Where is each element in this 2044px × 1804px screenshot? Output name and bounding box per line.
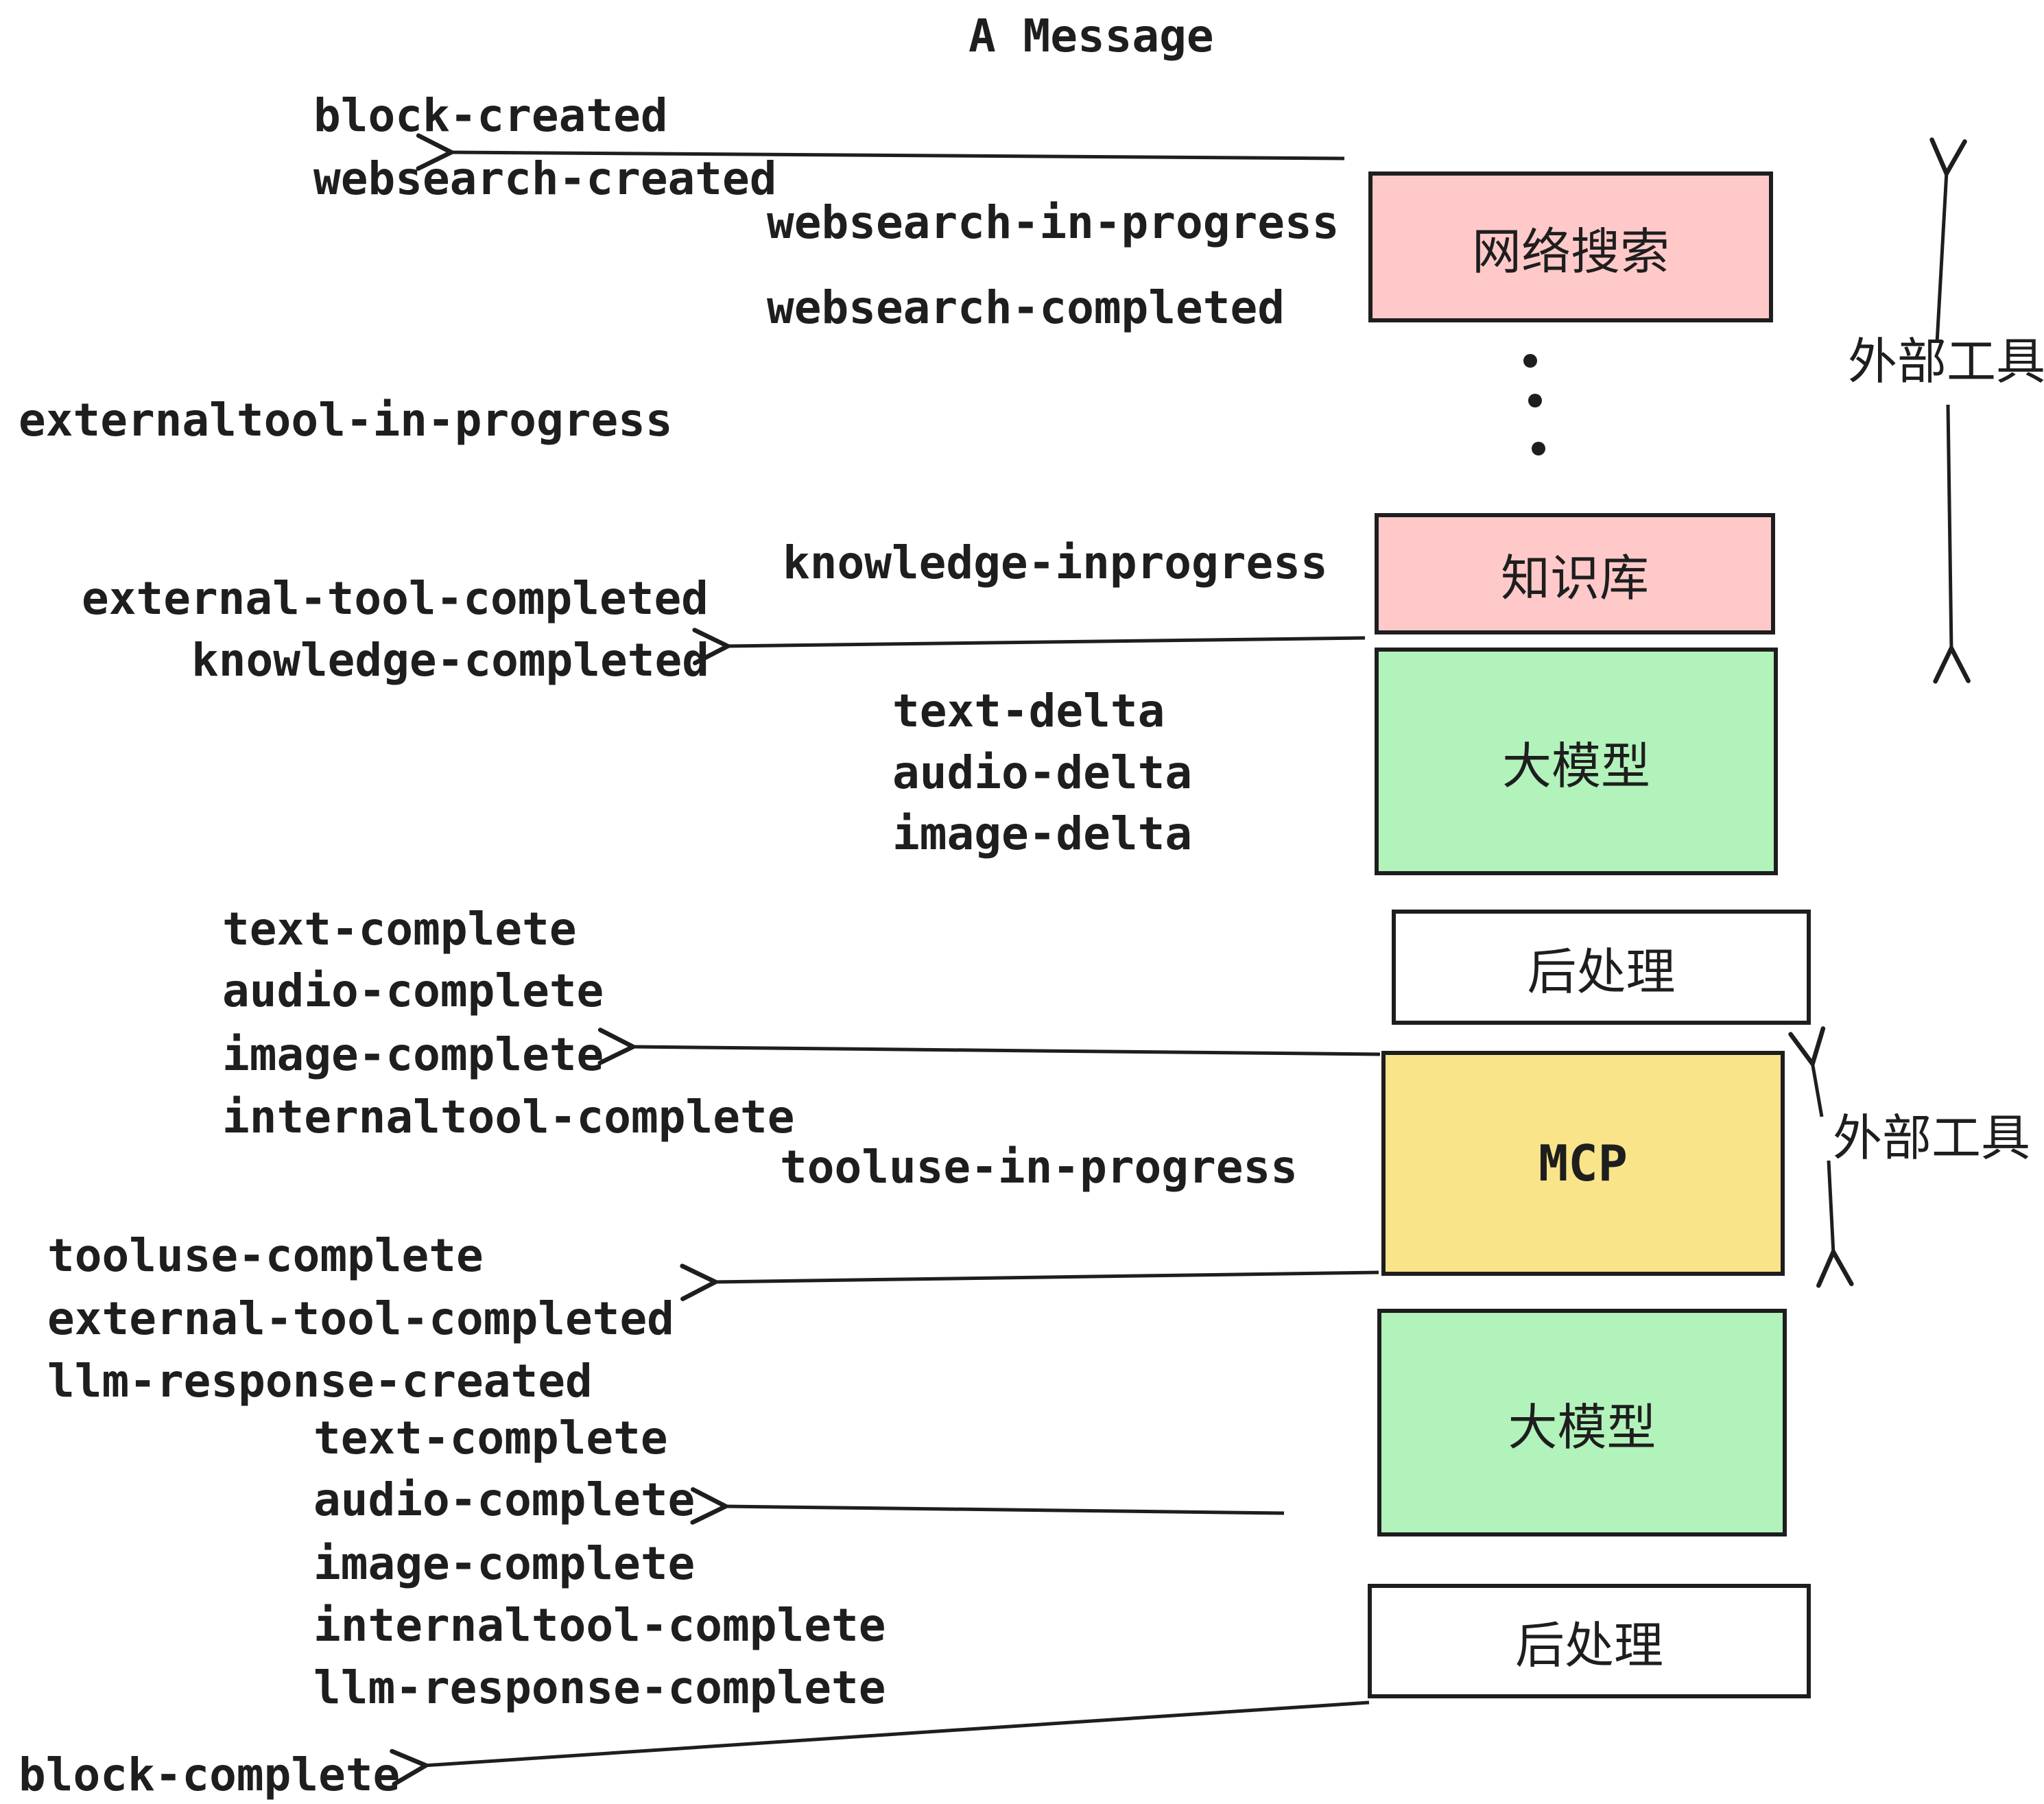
event-websearch-in-progress: websearch-in-progress xyxy=(767,196,1340,249)
box-postprocess-2: 后处理 xyxy=(1368,1584,1811,1698)
box-websearch-label: 网络搜索 xyxy=(1471,224,1669,280)
event-text-complete-2: text-complete xyxy=(313,1412,668,1464)
box-llm-1-label: 大模型 xyxy=(1501,739,1650,794)
mcp-external-tools-down-arrow xyxy=(1829,1160,1833,1254)
box-postprocess-1-label: 后处理 xyxy=(1527,945,1676,1000)
event-internaltool-complete-2: internaltool-complete xyxy=(313,1599,886,1652)
box-websearch: 网络搜索 xyxy=(1368,171,1773,322)
event-image-complete-2: image-complete xyxy=(313,1537,696,1590)
event-audio-complete-2: audio-complete xyxy=(313,1473,696,1526)
event-tooluse-complete: tooluse-complete xyxy=(47,1229,484,1282)
arrow-image-complete xyxy=(631,1047,1381,1054)
mcp-external-tools-up-arrow xyxy=(1812,1062,1822,1117)
event-audio-complete: audio-complete xyxy=(222,964,604,1017)
box-postprocess-1: 后处理 xyxy=(1392,910,1811,1025)
external-tools-label-top: 外部工具 xyxy=(1848,335,2044,390)
arrow-tooluse-complete xyxy=(713,1272,1379,1282)
event-image-delta: image-delta xyxy=(892,807,1193,860)
event-knowledge-inprogress: knowledge-inprogress xyxy=(783,536,1328,589)
box-llm-1: 大模型 xyxy=(1375,648,1778,875)
box-llm-2-label: 大模型 xyxy=(1508,1400,1656,1456)
arrow-audio-complete xyxy=(724,1506,1285,1513)
arrow-block-complete xyxy=(424,1700,1370,1766)
event-image-complete: image-complete xyxy=(222,1028,604,1081)
box-postprocess-2-label: 后处理 xyxy=(1514,1619,1663,1674)
external-tools-up-arrow xyxy=(1937,171,1947,344)
box-llm-2: 大模型 xyxy=(1377,1309,1787,1536)
event-text-complete: text-complete xyxy=(222,903,577,956)
box-knowledge-label: 知识库 xyxy=(1500,551,1649,606)
diagram-title: A Message xyxy=(968,10,1214,62)
event-internaltool-complete: internaltool-complete xyxy=(222,1091,795,1143)
event-knowledge-completed: knowledge-completed xyxy=(191,634,709,687)
external-tools-label-mcp: 外部工具 xyxy=(1833,1111,2031,1166)
event-block-complete: block-complete xyxy=(19,1748,401,1801)
external-tools-down-arrow xyxy=(1948,404,1951,650)
box-knowledge: 知识库 xyxy=(1375,513,1775,634)
event-websearch-created: websearch-created xyxy=(313,152,777,205)
event-websearch-completed: websearch-completed xyxy=(767,281,1285,334)
event-llm-response-complete: llm-response-complete xyxy=(313,1661,886,1714)
event-external-tool-completed: external-tool-completed xyxy=(82,572,709,625)
box-mcp-label: MCP xyxy=(1538,1135,1628,1192)
event-externaltool-in-progress: externaltool-in-progress xyxy=(19,394,673,447)
ellipsis-dots-icon xyxy=(1523,354,1545,455)
event-llm-response-created: llm-response-created xyxy=(47,1355,593,1408)
box-mcp: MCP xyxy=(1381,1051,1785,1276)
arrow-websearch-created xyxy=(449,152,1345,158)
event-block-created: block-created xyxy=(313,89,668,142)
arrow-knowledge-completed xyxy=(726,638,1366,646)
event-text-delta: text-delta xyxy=(892,685,1165,737)
event-audio-delta: audio-delta xyxy=(892,746,1193,799)
event-tooluse-in-progress: tooluse-in-progress xyxy=(780,1141,1298,1194)
event-external-tool-completed-2: external-tool-completed xyxy=(47,1292,674,1345)
